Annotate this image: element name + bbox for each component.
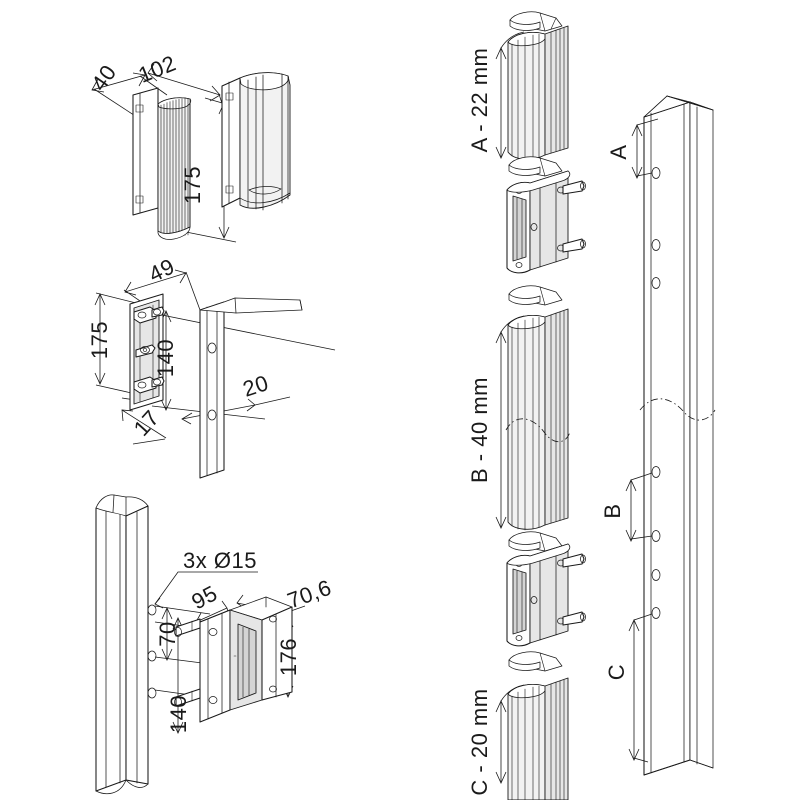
end-cap-b-top [508,285,563,306]
dimension-140-keep [151,310,336,420]
label-140-keep: 140 [153,339,178,377]
square-post-hole-4 [651,466,661,478]
dimension-labels: 40 102 175 49 175 140 17 20 3x Ø15 95 70… [86,48,631,796]
bracket-stud-bottom [174,688,201,707]
label-b-40mm: B - 40 mm [467,377,492,483]
label-70: 70 [155,621,180,646]
post-hole-lower [207,409,217,421]
label-20: 20 [240,370,272,402]
segment-b-group [495,308,571,552]
profile-b-ribs [511,310,565,531]
keep-screw-front-top [269,615,277,623]
label-post-c: C [604,664,629,680]
post-body-bottom [95,494,157,795]
profile-c-front [507,683,546,800]
latch-bolt-upper-bottom [557,238,586,253]
dimension-c20 [495,684,525,784]
cover-fixing-hole-bottom [225,185,234,194]
square-post-side [689,101,714,769]
label-49: 49 [145,253,179,287]
dimension-a22 [495,31,525,159]
flange-fixing-hole-bottom [135,195,144,204]
post-drill-hole-1 [147,604,157,616]
square-post-hole-6 [651,569,661,581]
dimension-post-b [625,472,653,542]
dimension-20 [181,396,291,425]
label-102: 102 [135,50,180,87]
profile-b-side [544,308,569,526]
segment-c-group [495,677,569,800]
keep-bracket [174,596,293,723]
flange-fixing-hole-top [135,104,144,113]
keep-slot-recess [237,623,257,701]
label-post-a: A [606,144,631,159]
square-post-hole-7 [651,607,661,619]
latch-bolt-lower-bottom [557,611,586,626]
dimension-70 [154,605,211,665]
view-square-post [625,95,716,776]
profile-c-ribs [511,679,565,800]
lock-body-ribs [160,98,189,236]
label-95: 95 [187,580,221,614]
label-706: 70,6 [284,575,335,614]
profile-c-side [544,677,569,800]
dimension-post-c [628,613,653,763]
keep-screw-bottom [133,376,165,394]
latch-bolt-lower-top [557,553,586,568]
view-post-drilling [95,494,306,795]
label-175-keep: 175 [87,321,112,359]
end-cap-b-bottom [508,531,563,552]
dimension-b40 [495,315,525,529]
break-line-post [639,398,716,421]
profile-a-side [544,25,569,156]
label-a-22mm: A - 22 mm [467,48,492,153]
keep-screw-front-bottom [269,685,277,693]
square-post-hole-2 [651,239,661,251]
label-c-20mm: C - 20 mm [467,688,492,795]
post-hole-upper [207,342,217,354]
view-lock-body [91,63,291,243]
bracket-stud-top [174,618,201,637]
view-exploded-profile [495,11,586,800]
dimension-175-keep [94,292,137,395]
post-drill-hole-3 [147,687,157,699]
lock-body-bottom-cap [157,226,191,240]
bracket-screw-top [208,628,218,636]
break-line-b [505,418,571,443]
post-section-mid [199,297,303,479]
latch-block-upper [506,170,586,274]
bracket-screw-bottom [208,696,218,704]
keep-screw-middle [135,344,156,358]
keep-screw-top [133,306,165,324]
segment-a-group [495,11,569,177]
label-post-b: B [600,503,625,518]
end-cap-a-bottom [508,156,563,177]
cover-fixing-hole-top [225,92,234,101]
profile-b-front [507,314,546,530]
label-175-lock: 175 [180,166,205,204]
label-140-post: 140 [166,695,191,733]
view-keep-plate [94,269,336,479]
label-176: 176 [276,638,301,676]
label-3x-dia15: 3x Ø15 [183,548,257,573]
latch-bolt-upper-top [557,180,586,195]
end-cap-a-top [509,11,563,32]
dimension-post-a [631,118,659,179]
profile-a-front [507,31,546,160]
lock-cover [221,72,291,211]
end-cap-c-top [508,651,563,672]
label-17: 17 [129,405,165,441]
profile-a-ribs [511,27,565,161]
post-drill-hole-2 [147,650,157,662]
latch-block-lower [506,543,586,647]
square-post-hole-3 [651,277,661,289]
